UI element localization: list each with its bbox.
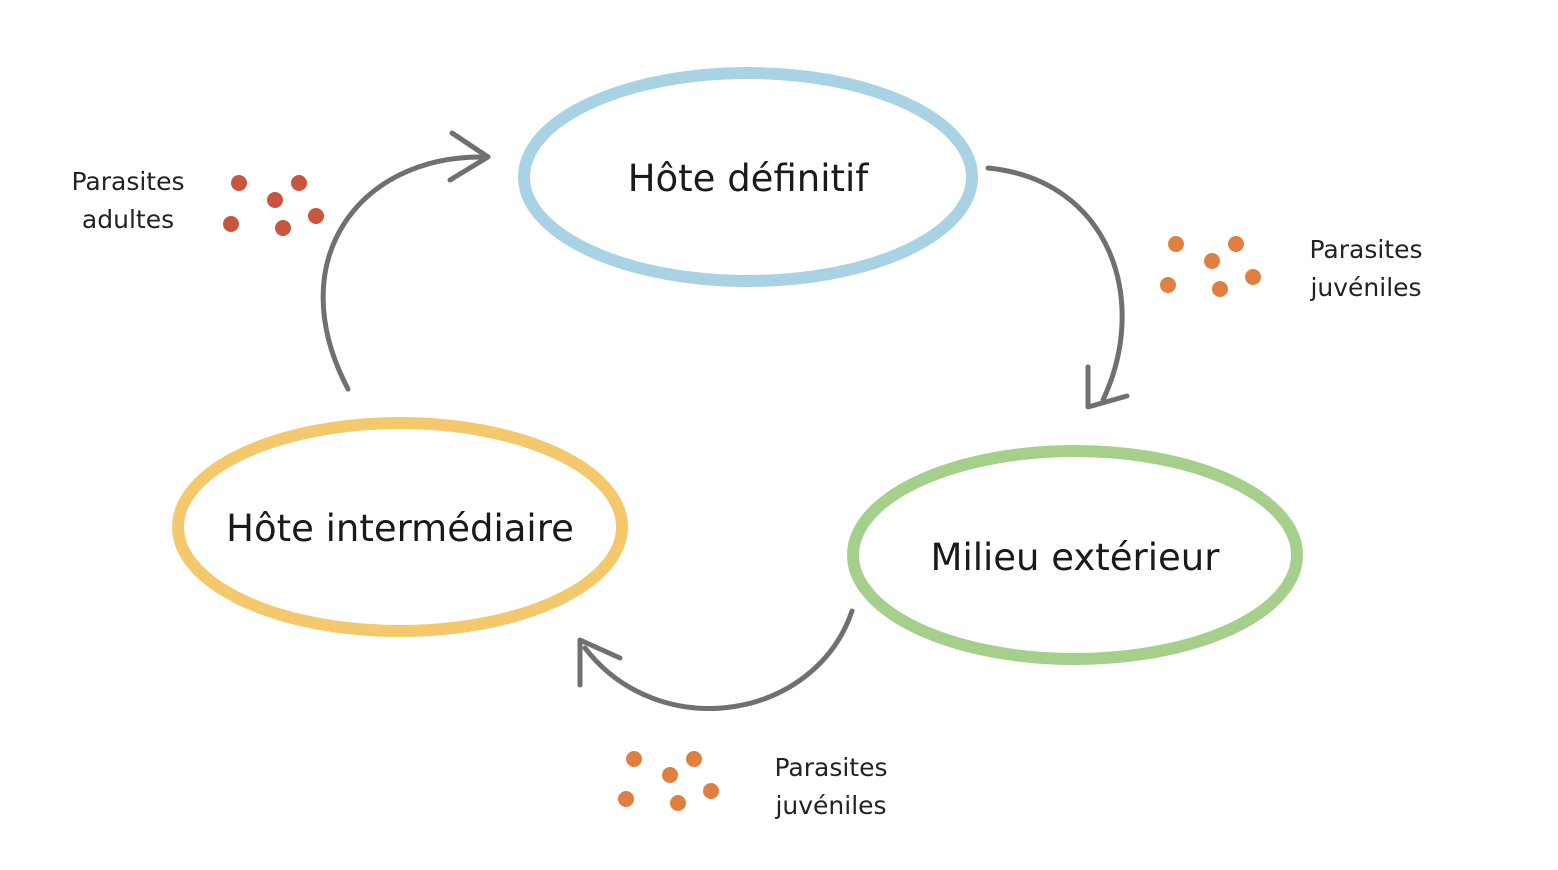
- arrow-intermediate-to-definitive: [320, 130, 491, 392]
- node-definitive-host: Hôte définitif: [518, 67, 978, 287]
- adult-parasites-dots: [223, 175, 324, 236]
- arrow-intermediate-to-definitive-curve: [320, 154, 487, 392]
- parasite-dot: [1204, 253, 1220, 269]
- arrow-external-to-intermediate: [577, 608, 855, 711]
- external-environment-label: Milieu extérieur: [931, 536, 1221, 579]
- intermediate-host-ellipse: [172, 417, 628, 637]
- parasite-dot: [703, 783, 719, 799]
- arrow-intermediate-to-definitive-head: [447, 130, 491, 183]
- arrow-definitive-to-external: [985, 165, 1130, 410]
- parasite-dot: [1168, 236, 1184, 252]
- parasite-dot: [1160, 277, 1176, 293]
- parasite-dot: [618, 791, 634, 807]
- external-environment-ellipse: [847, 445, 1303, 665]
- parasite-dot: [662, 767, 678, 783]
- adult-parasites-line2: adultes: [82, 205, 174, 234]
- caption-juvenile-parasites-right: Parasites juvéniles: [1160, 235, 1423, 302]
- juvenile-parasites-right-dots: [1160, 236, 1261, 297]
- parasite-dot: [670, 795, 686, 811]
- parasite-dot: [686, 751, 702, 767]
- parasite-dot: [275, 220, 291, 236]
- parasite-dot: [291, 175, 307, 191]
- parasite-dot: [1212, 281, 1228, 297]
- arrow-definitive-to-external-curve: [985, 165, 1125, 403]
- caption-adult-parasites: Parasites adultes: [71, 167, 324, 236]
- node-intermediate-host: Hôte intermédiaire: [172, 417, 628, 637]
- parasite-dot: [231, 175, 247, 191]
- parasite-dot: [308, 208, 324, 224]
- definitive-host-ellipse: [518, 67, 978, 287]
- arrow-external-to-intermediate-head: [577, 637, 623, 688]
- juvenile-parasites-right-line2: juvéniles: [1309, 273, 1421, 302]
- parasite-dot: [626, 751, 642, 767]
- parasite-dot: [267, 192, 283, 208]
- caption-juvenile-parasites-bottom: Parasites juvéniles: [618, 751, 888, 820]
- adult-parasites-line1: Parasites: [71, 167, 184, 196]
- juvenile-parasites-bottom-line2: juvéniles: [774, 791, 886, 820]
- parasite-dot: [1228, 236, 1244, 252]
- definitive-host-label: Hôte définitif: [628, 157, 870, 200]
- arrow-definitive-to-external-head: [1085, 364, 1130, 410]
- parasite-dot: [1245, 269, 1261, 285]
- juvenile-parasites-right-line1: Parasites: [1309, 235, 1422, 264]
- juvenile-parasites-bottom-dots: [618, 751, 719, 811]
- intermediate-host-label: Hôte intermédiaire: [226, 507, 574, 550]
- arrow-external-to-intermediate-curve: [582, 608, 855, 711]
- node-external-environment: Milieu extérieur: [847, 445, 1303, 665]
- juvenile-parasites-bottom-line1: Parasites: [774, 753, 887, 782]
- parasite-dot: [223, 216, 239, 232]
